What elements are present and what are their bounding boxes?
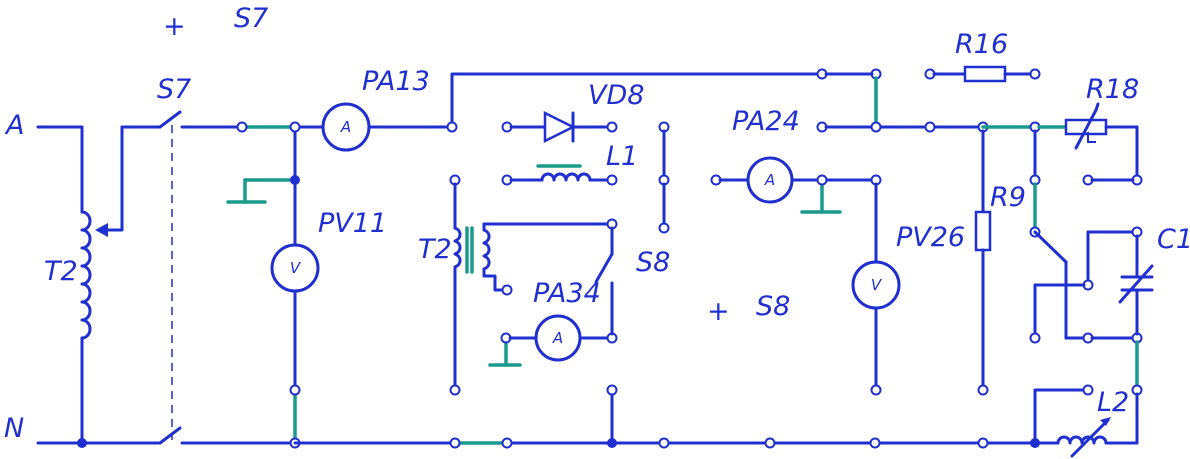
- voltmeter-pv26-symbol: V: [871, 276, 883, 294]
- ammeter-pa24: A: [710, 156, 882, 214]
- plus-s7-label: +: [163, 11, 186, 42]
- transformer-t2: [449, 174, 618, 396]
- switch-s7-top-label: S7: [234, 3, 268, 34]
- capacitor-c1: [1118, 234, 1154, 336]
- ammeter-pa34-symbol: A: [552, 329, 563, 347]
- neutral-bus: [77, 437, 1040, 449]
- autotransformer-t2-label: T2: [44, 256, 78, 287]
- diode-vd8: [501, 110, 618, 144]
- resistor-r9-label: R9: [990, 182, 1026, 213]
- ammeter-pa24-symbol: A: [764, 171, 775, 189]
- switch-s7-label: S7: [157, 74, 191, 105]
- ammeter-pa13-label: PA13: [362, 66, 430, 97]
- plus-s8-label: +: [707, 296, 730, 327]
- voltmeter-pv26: V: [851, 182, 901, 396]
- inductor-l1-label: L1: [606, 141, 638, 172]
- switch-s8-mid-label: S8: [756, 291, 790, 322]
- pv11-branch: V: [226, 121, 324, 449]
- ammeter-pa34: A: [488, 314, 618, 367]
- top-bus: [816, 68, 1041, 133]
- inductor-l2: [1033, 384, 1139, 458]
- voltmeter-pv11-label: PV11: [318, 208, 387, 239]
- switch-matrix-c1-l2: [1029, 129, 1143, 396]
- inductor-l1: [501, 164, 618, 186]
- voltmeter-pv11-symbol: V: [290, 259, 302, 277]
- phase-a-label: A: [4, 110, 24, 141]
- autotransformer-t2: [80, 125, 124, 445]
- input-terminals: [36, 125, 162, 445]
- voltmeter-pv11: [270, 243, 320, 293]
- neutral-n-label: N: [4, 413, 24, 444]
- diode-vd8-label: VD8: [588, 80, 644, 111]
- switch-s7[interactable]: [120, 110, 297, 445]
- inductor-l2-label: L2: [1097, 387, 1129, 418]
- component-labels: + S7 A N S7 T2 PA13 PV11 VD8 L1 T2 PA34 …: [4, 3, 1190, 444]
- capacitor-c1-label: C1: [1157, 224, 1190, 255]
- ammeter-pa24-label: PA24: [732, 106, 800, 137]
- ammeter-pa13-symbol: A: [340, 118, 351, 136]
- switch-s8-label: S8: [636, 247, 670, 278]
- voltmeter-pv26-label: PV26: [896, 222, 965, 253]
- switch-s8[interactable]: [594, 121, 670, 445]
- resistor-r16: [924, 65, 1041, 83]
- resistor-r9: [974, 129, 992, 396]
- ammeter-pa34-label: PA34: [533, 278, 601, 309]
- resistor-r18-label: R18: [1086, 74, 1139, 105]
- resistor-r16-label: R16: [955, 29, 1008, 60]
- resistor-r18: [1037, 102, 1143, 186]
- ammeter-pa13: A: [321, 72, 824, 152]
- transformer-t2-label: T2: [418, 234, 452, 265]
